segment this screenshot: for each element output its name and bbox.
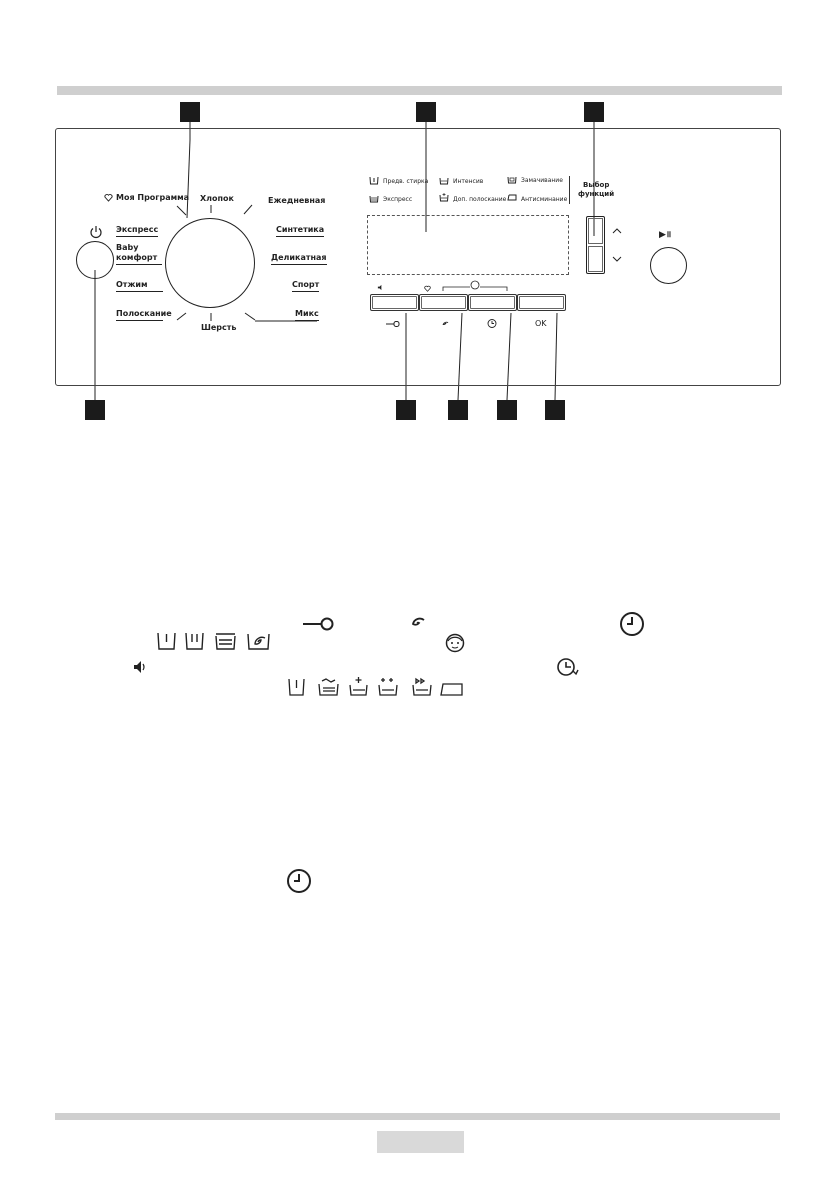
option-intensive: Интенсив xyxy=(453,178,484,185)
option-button-ok[interactable] xyxy=(517,294,566,311)
dial-label-spin: Отжим xyxy=(116,280,163,292)
child-face-icon xyxy=(445,633,465,653)
dial-label-delicate: Деликатная xyxy=(271,253,327,265)
program-dial[interactable] xyxy=(165,218,255,308)
function-select-line2: функций xyxy=(578,190,615,198)
callout-marker-btn4 xyxy=(545,400,565,420)
option-anti-crease: Антисминание xyxy=(521,196,568,203)
power-icon xyxy=(90,226,102,239)
dial-label-cotton: Хлопок xyxy=(200,194,234,203)
intensive-icon xyxy=(439,177,449,185)
timer-icon xyxy=(620,612,644,636)
wash-icons-group xyxy=(157,632,270,650)
callout-marker-btn3 xyxy=(497,400,517,420)
control-panel xyxy=(55,128,781,386)
dial-label-baby-line2: комфорт xyxy=(116,253,162,265)
function-select-box xyxy=(586,216,605,274)
iron-option-icon xyxy=(507,194,517,201)
page-number-box xyxy=(377,1131,464,1153)
top-rule xyxy=(57,86,782,95)
dial-label-my-program: Моя Программа xyxy=(116,193,190,202)
up-arrow-icon xyxy=(612,228,622,234)
option-button-3[interactable] xyxy=(468,294,517,311)
callout-marker-btn1 xyxy=(396,400,416,420)
option-button-1[interactable] xyxy=(370,294,419,311)
heart-icon xyxy=(104,194,113,202)
extra-rinse-icon xyxy=(439,193,449,202)
dial-label-synthetics: Синтетика xyxy=(276,225,325,237)
callout-marker-btn2 xyxy=(448,400,468,420)
function-select-down[interactable] xyxy=(588,246,603,272)
dial-label-daily: Ежедневная xyxy=(268,196,326,205)
dial-label-wool: Шерсть xyxy=(201,323,237,332)
callout-marker-select xyxy=(584,102,604,122)
sound-icon xyxy=(134,661,145,673)
dial-label-rinse: Полоскание xyxy=(116,309,172,321)
soak-option-icon xyxy=(507,176,517,184)
clock-icon xyxy=(287,869,311,893)
dial-ticks xyxy=(176,204,317,322)
callout-marker-power xyxy=(85,400,105,420)
callout-marker-display xyxy=(416,102,436,122)
prewash-icon xyxy=(369,176,379,185)
key-lock-icon xyxy=(303,617,334,631)
heart-icon-small xyxy=(424,285,431,292)
power-button[interactable] xyxy=(76,241,114,279)
sound-icon-small xyxy=(377,284,382,291)
option-button-2[interactable] xyxy=(419,294,468,311)
option-extra-rinse: Доп. полоскание xyxy=(453,196,507,203)
spin-icon xyxy=(411,617,425,626)
option-soak: Замачивание xyxy=(521,177,563,184)
options-icons-group xyxy=(288,677,463,696)
delay-icon xyxy=(557,658,579,676)
options-divider xyxy=(569,176,570,204)
callout-marker-dial xyxy=(180,102,200,122)
start-pause-button[interactable] xyxy=(650,247,687,284)
soak-icon xyxy=(369,195,379,203)
option-express: Экспресс xyxy=(383,196,413,203)
display-window xyxy=(367,215,569,275)
delay-icon-small xyxy=(487,319,497,328)
dial-label-sport: Спорт xyxy=(292,280,320,292)
start-pause-label: ▶॥ xyxy=(659,230,672,240)
function-select-line1: Выбор xyxy=(583,181,610,189)
dial-label-express: Экспресс xyxy=(116,225,159,237)
dial-label-baby-line1: Baby xyxy=(116,243,139,252)
down-arrow-icon xyxy=(612,256,622,262)
option-prewash: Предв. стирка xyxy=(383,178,429,185)
child-lock-bracket xyxy=(442,280,508,291)
bottom-rule xyxy=(55,1113,780,1120)
function-select-up[interactable] xyxy=(588,218,603,244)
spin-icon-small xyxy=(442,321,449,325)
key-lock-icon-small xyxy=(386,321,400,327)
ok-label: OK xyxy=(535,319,547,328)
